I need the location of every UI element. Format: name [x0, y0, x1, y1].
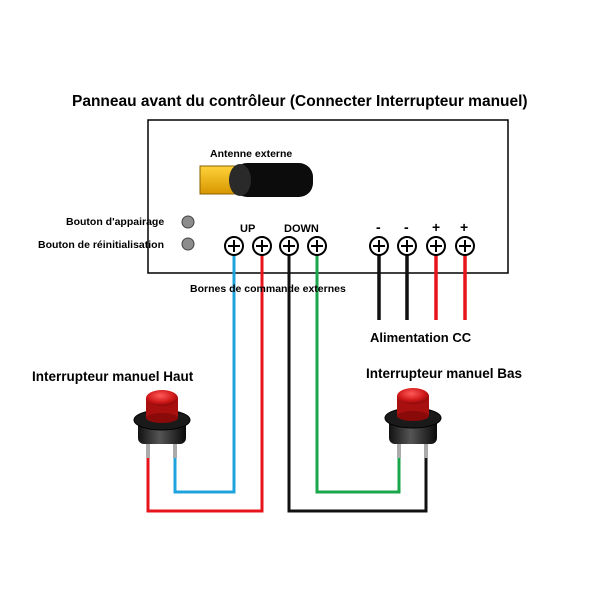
switch-down-label: Interrupteur manuel Bas	[366, 366, 522, 381]
push-button-down[interactable]	[384, 388, 442, 458]
wire-red-up	[146, 246, 264, 513]
wire-green	[315, 246, 401, 494]
terminal-down-1	[279, 236, 299, 256]
terminal-up-1	[224, 236, 244, 256]
terminal-down-2	[307, 236, 327, 256]
antenna-label: Antenne externe	[210, 148, 292, 160]
power-plus-1-label: +	[432, 219, 440, 235]
terminal-up-2	[252, 236, 272, 256]
power-plus-2-label: +	[460, 219, 468, 235]
power-minus-2-label: -	[404, 219, 409, 235]
terminal-power-minus-2	[397, 236, 417, 256]
pairing-button[interactable]	[181, 215, 195, 229]
power-label: Alimentation CC	[370, 330, 472, 345]
terminal-power-plus-1	[426, 236, 446, 256]
reset-button[interactable]	[181, 237, 195, 251]
terminal-power-minus-1	[369, 236, 389, 256]
up-label: UP	[240, 223, 255, 235]
antenna-icon	[199, 163, 313, 197]
page-title: Panneau avant du contrôleur (Connecter I…	[72, 93, 528, 110]
reset-button-label: Bouton de réinitialisation	[38, 239, 164, 251]
switch-up-label: Interrupteur manuel Haut	[32, 369, 194, 384]
wire-blue	[173, 246, 236, 494]
pairing-button-label: Bouton d'appairage	[66, 216, 164, 228]
push-button-up[interactable]	[133, 390, 191, 458]
controller-panel	[147, 119, 509, 274]
wire-black-down	[287, 246, 428, 513]
power-minus-1-label: -	[376, 219, 381, 235]
terminals-label: Bornes de commande externes	[190, 283, 346, 295]
down-label: DOWN	[284, 223, 319, 235]
terminal-power-plus-2	[455, 236, 475, 256]
